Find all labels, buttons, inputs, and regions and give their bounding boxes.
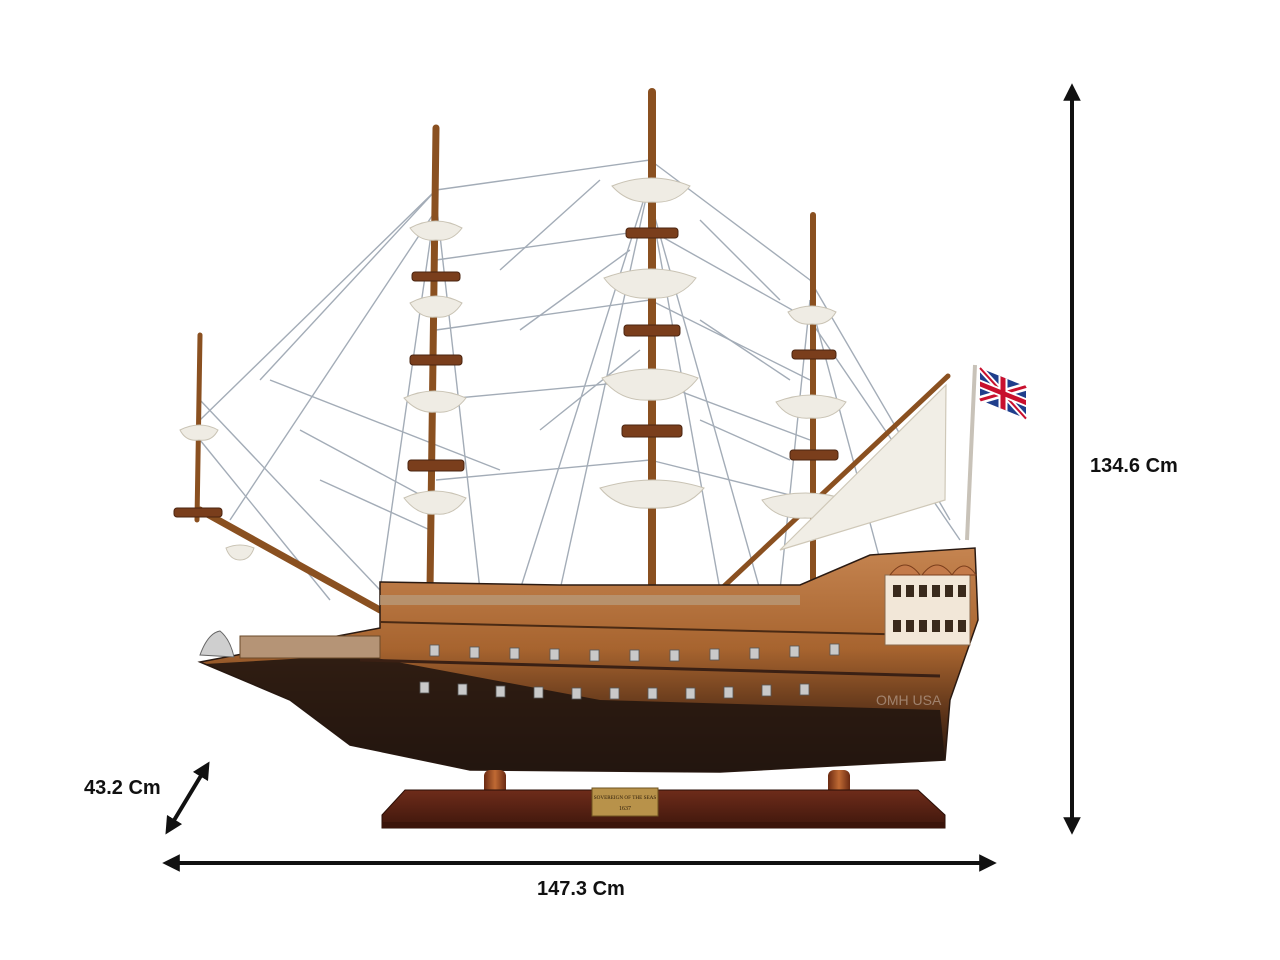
ship-hull [197, 547, 979, 773]
nameplate-line1: SOVEREIGN OF THE SEAS [594, 795, 657, 801]
nameplate-line2: 1637 [619, 806, 631, 812]
rigging-lines [199, 159, 961, 601]
display-stand [381, 770, 946, 829]
depth-label: 43.2 Cm [84, 777, 161, 799]
bowsprit [196, 506, 384, 614]
lateen-yard [717, 373, 951, 593]
nameplate: SOVEREIGN OF THE SEAS 1637 [591, 787, 659, 817]
furled-sails [179, 177, 849, 561]
height-label: 134.6 Cm [1090, 455, 1178, 477]
lateen-sail [779, 383, 947, 551]
depth-arrow [165, 761, 210, 835]
union-jack-flag-icon [965, 364, 1028, 541]
width-label: 147.3 Cm [537, 878, 625, 900]
mast-tops [173, 227, 839, 518]
watermark: OMH USA [876, 692, 942, 708]
